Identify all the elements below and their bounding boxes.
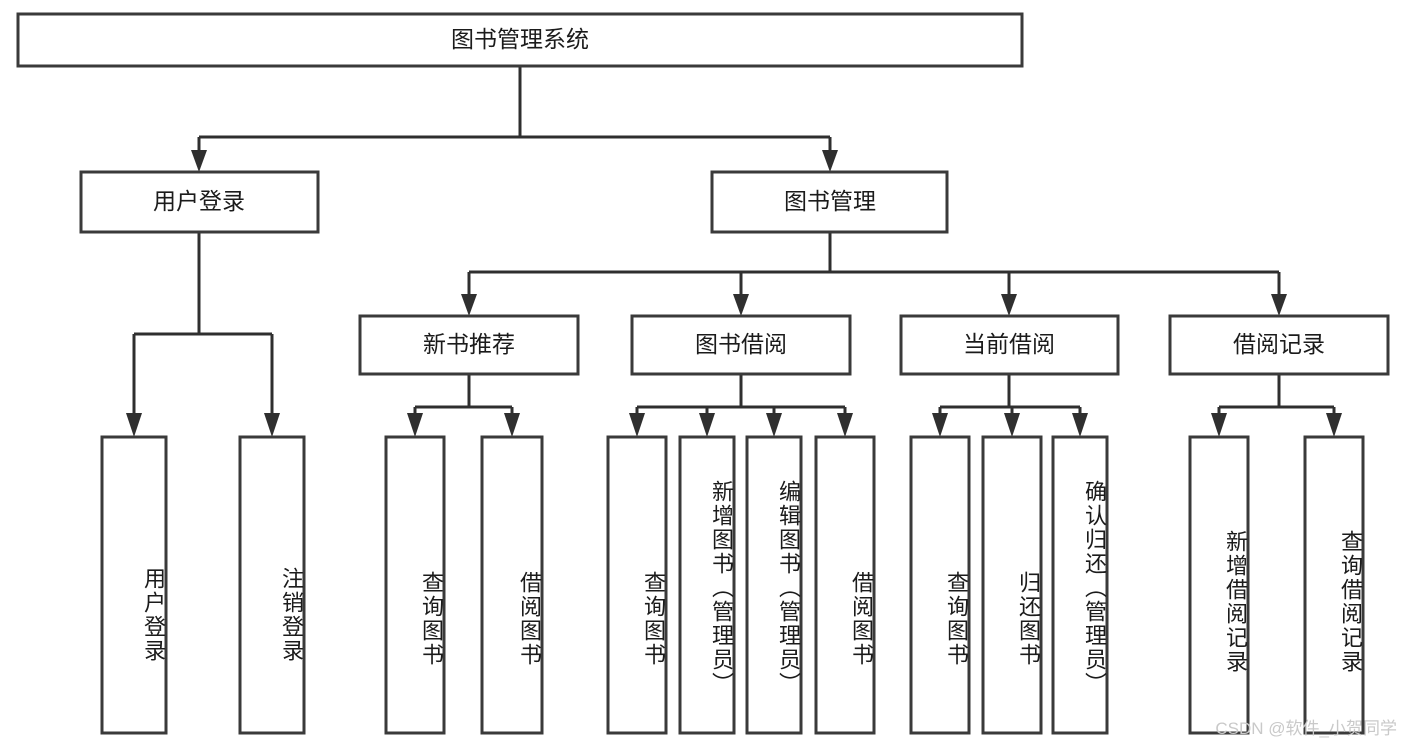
arrow-new-book-rec-leaf-1 (407, 413, 423, 437)
arrow-book-manage-current-borrow (1001, 294, 1017, 316)
node-root[interactable]: 图书管理系统 (16, 12, 1024, 68)
node-current-borrow[interactable]: 当前借阅 (899, 314, 1120, 376)
node-user-login[interactable]: 用户登录 (79, 170, 320, 234)
node-root-label: 图书管理系统 (451, 26, 589, 52)
node-leaf-edit-book-box[interactable] (745, 435, 803, 735)
arrow-book-manage-book-borrow (733, 294, 749, 316)
arrow-root-to-book-manage (822, 150, 838, 172)
node-leaf-return-book-box[interactable] (981, 435, 1043, 735)
node-leaf-user-login-box[interactable] (100, 435, 168, 735)
arrow-current-borrow-leaf-1 (932, 413, 948, 437)
node-leaf-query-book-2-box[interactable] (606, 435, 668, 735)
arrow-current-borrow-leaf-2 (1004, 413, 1020, 437)
node-new-book-rec[interactable]: 新书推荐 (358, 314, 580, 376)
arrow-new-book-rec-leaf-2 (504, 413, 520, 437)
node-leaf-borrow-book-2-box[interactable] (814, 435, 876, 735)
node-borrow-record-box[interactable] (1168, 314, 1390, 376)
arrow-borrow-record-leaf-1 (1211, 413, 1227, 437)
node-borrow-record[interactable]: 借阅记录 (1168, 314, 1390, 376)
arrow-current-borrow-leaf-3 (1072, 413, 1088, 437)
node-new-book-rec-box[interactable] (358, 314, 580, 376)
node-current-borrow-box[interactable] (899, 314, 1120, 376)
node-leaf-confirm-return-box[interactable] (1051, 435, 1109, 735)
arrow-root-to-user-login (191, 150, 207, 172)
node-borrow-record-label: 借阅记录 (1233, 331, 1325, 357)
node-current-borrow-label: 当前借阅 (963, 331, 1055, 357)
node-new-book-rec-label: 新书推荐 (423, 331, 515, 357)
node-book-borrow-box[interactable] (630, 314, 852, 376)
connector-group (126, 66, 1342, 437)
node-leaf-query-record-box[interactable] (1303, 435, 1365, 735)
arrow-book-borrow-leaf-4 (837, 413, 853, 437)
node-book-borrow[interactable]: 图书借阅 (630, 314, 852, 376)
node-leaf-query-book-3-box[interactable] (909, 435, 971, 735)
node-user-login-label: 用户登录 (153, 188, 245, 214)
node-book-borrow-label: 图书借阅 (695, 331, 787, 357)
arrow-book-manage-borrow-record (1271, 294, 1287, 316)
node-leaf-query-book-1-box[interactable] (384, 435, 446, 735)
node-book-manage[interactable]: 图书管理 (710, 170, 949, 234)
arrow-book-borrow-leaf-2 (699, 413, 715, 437)
watermark-text: CSDN @软件_小贺同学 (1215, 719, 1397, 738)
node-leaf-borrow-book-1-box[interactable] (480, 435, 544, 735)
node-user-login-box[interactable] (79, 170, 320, 234)
arrow-borrow-record-leaf-2 (1326, 413, 1342, 437)
arrow-book-manage-new-book-rec (461, 294, 477, 316)
arrow-user-login-leaf-1 (126, 413, 142, 437)
arrow-book-borrow-leaf-3 (766, 413, 782, 437)
node-leaf-logout-box[interactable] (238, 435, 306, 735)
node-root-box[interactable] (16, 12, 1024, 68)
node-leaf-add-record-box[interactable] (1188, 435, 1250, 735)
node-leaf-add-book-box[interactable] (678, 435, 736, 735)
arrow-book-borrow-leaf-1 (629, 413, 645, 437)
node-book-manage-label: 图书管理 (784, 188, 876, 214)
arrow-user-login-leaf-2 (264, 413, 280, 437)
node-book-manage-box[interactable] (710, 170, 949, 234)
leaf-box-group (100, 435, 1365, 735)
